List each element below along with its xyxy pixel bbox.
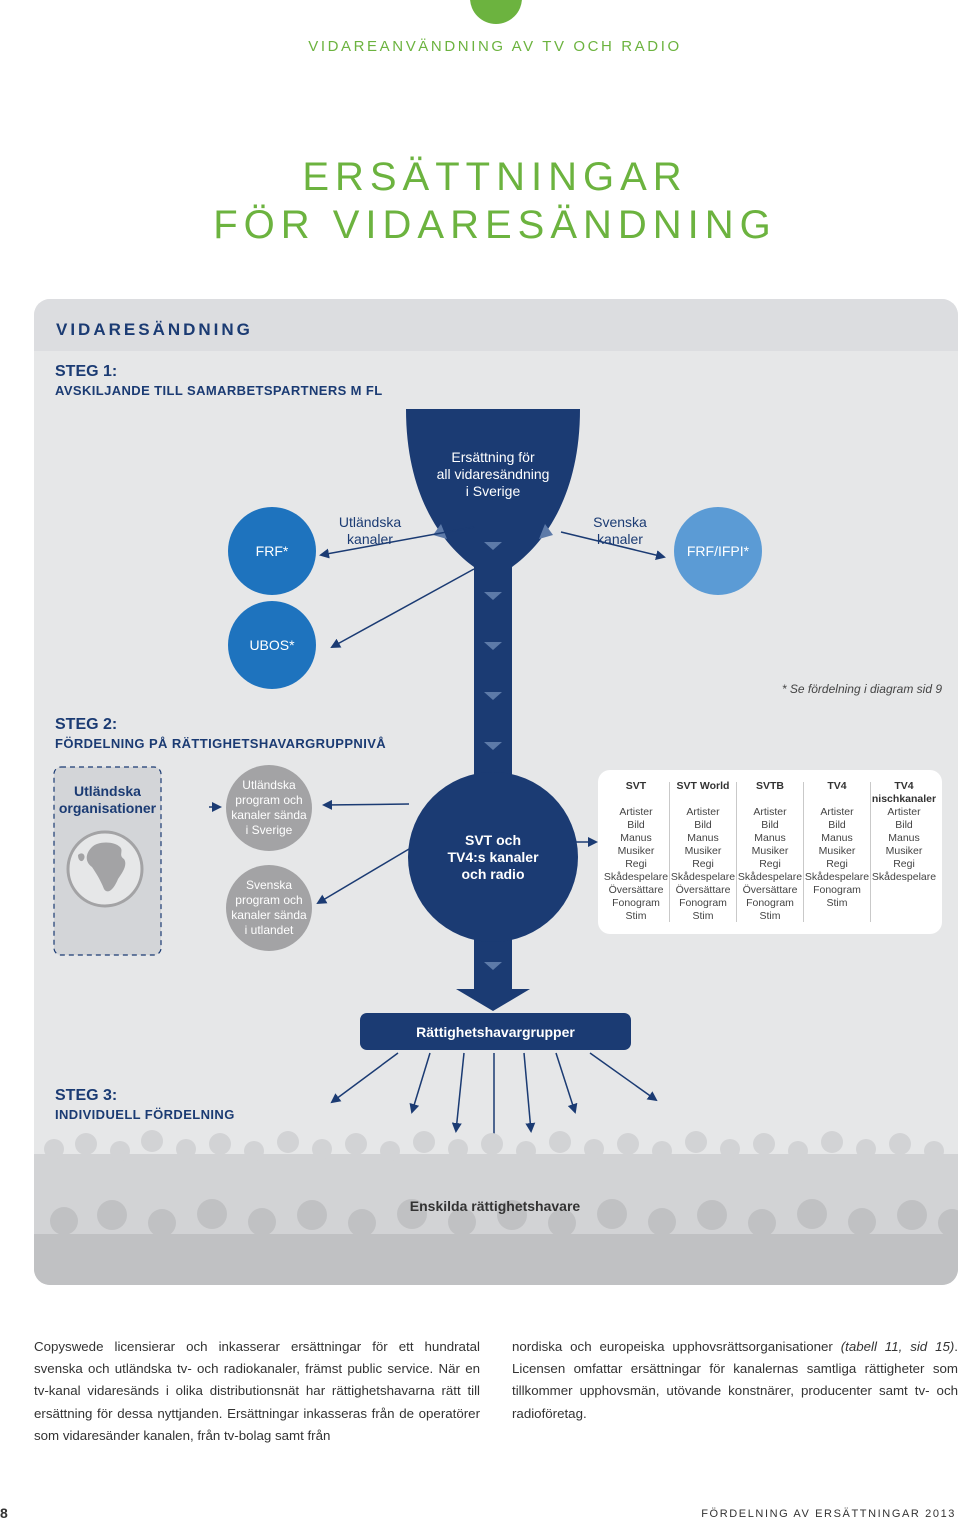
page-title-line1: ERSÄTTNINGAR <box>302 155 688 199</box>
body-text-left: Copyswede licensierar och inkasserar ers… <box>34 1339 480 1443</box>
body-text-right: nordiska och europeiska upphovsrättsorga… <box>512 1339 958 1421</box>
top-decor-dot <box>470 0 522 24</box>
chevron-arrows <box>433 524 553 970</box>
column-divider <box>803 782 804 922</box>
footnote: * Se fördelning i diagram sid 9 <box>781 682 942 696</box>
frf-circle: FRF* <box>228 507 316 595</box>
distribution-arrows <box>330 1052 658 1146</box>
footer-title: FÖRDELNING AV ERSÄTTNINGAR 2013 <box>701 1508 956 1520</box>
rightsholder-groups-banner: Rättighetshavargrupper <box>360 1013 631 1050</box>
steg2-title: STEG 2: <box>55 716 118 733</box>
column-divider <box>736 782 737 922</box>
globe-icon <box>66 830 144 908</box>
steg1-title: STEG 1: <box>55 363 118 380</box>
crowd-front <box>34 1199 958 1285</box>
steg3-subtitle: INDIVIDUELL FÖRDELNING <box>55 1107 235 1122</box>
page-number: 8 <box>0 1505 8 1521</box>
flow-diagram <box>34 409 958 1285</box>
panel-header-band <box>34 299 958 351</box>
page-title-line2: FÖR VIDARESÄNDNING <box>213 203 777 247</box>
ubos-circle: UBOS* <box>228 601 316 689</box>
steg2-subtitle: FÖRDELNING PÅ RÄTTIGHETSHAVARGRUPPNIVÅ <box>55 736 387 751</box>
steg1-subtitle: AVSKILJANDE TILL SAMARBETSPARTNERS M FL <box>55 383 383 398</box>
big-circle-text: Ersättning för all vidaresändning i Sver… <box>436 449 550 499</box>
steg3-title: STEG 3: <box>55 1087 118 1104</box>
funnel-shape <box>406 409 580 1011</box>
section-header: VIDAREANVÄNDNING AV TV OCH RADIO <box>308 38 682 55</box>
individual-rightsholders-label: Enskilda rättighetshavare <box>409 1198 581 1214</box>
panel-label: VIDARESÄNDNING <box>56 320 253 339</box>
column-divider <box>669 782 670 922</box>
column-divider <box>870 782 871 922</box>
frf-ifpi-circle: FRF/IFPI* <box>674 507 762 595</box>
